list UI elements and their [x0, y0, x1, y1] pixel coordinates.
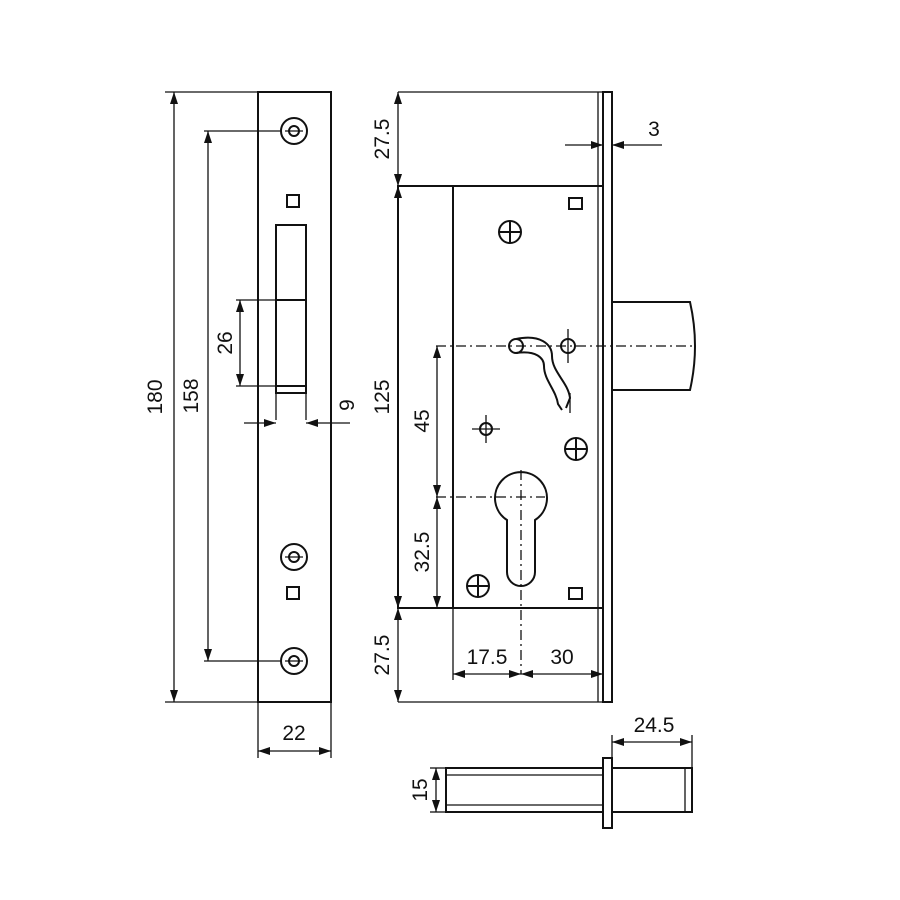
faceplate-slot-top — [286, 194, 300, 208]
dim-label-32-5: 32.5 — [411, 532, 434, 573]
dim-label-125: 125 — [371, 379, 394, 414]
dimension-height-total: 180 — [144, 91, 258, 703]
dimension-bolt-thickness: 15 — [409, 767, 446, 813]
bolt-head — [611, 767, 693, 813]
case-screw-bottom-icon — [466, 574, 490, 598]
screw-hole-bottom-icon — [280, 647, 308, 675]
dim-label-27-5-top: 27.5 — [371, 119, 394, 160]
dimension-top-offset: 27.5 — [371, 92, 402, 186]
dimension-body-height: 125 — [371, 186, 402, 608]
case-screw-right-icon — [564, 437, 588, 461]
dim-label-24-5: 24.5 — [634, 714, 675, 737]
dim-label-158: 158 — [180, 378, 203, 413]
cylinder-cutout — [494, 471, 548, 587]
dim-label-26: 26 — [214, 331, 237, 354]
latch-lever — [508, 329, 576, 413]
dim-label-27-5-bottom: 27.5 — [371, 635, 394, 676]
screw-hole-middle-icon — [280, 543, 308, 571]
dim-label-30: 30 — [550, 646, 573, 669]
bolt-detail-view — [445, 757, 693, 829]
deadbolt — [612, 301, 696, 391]
bolt-flange — [602, 757, 613, 829]
dimension-faceplate-step: 3 — [565, 118, 662, 149]
faceplate-outline — [257, 91, 332, 703]
dimension-bolt-projection: 24.5 — [611, 714, 693, 768]
dimension-cylinder-to-bottom: 32.5 — [411, 497, 441, 608]
dim-label-45: 45 — [411, 409, 434, 432]
dim-label-17-5: 17.5 — [467, 646, 508, 669]
pivot-mark-icon — [472, 415, 500, 443]
dim-label-3: 3 — [648, 118, 660, 141]
case-screw-top-icon — [498, 220, 522, 244]
dim-label-15: 15 — [409, 778, 432, 801]
faceplate-front-view — [257, 91, 332, 703]
dimension-faceplate-thickness: 9 — [244, 399, 359, 427]
dimension-bottom-offset: 27.5 — [371, 608, 402, 702]
dimension-latch-slot: 26 — [214, 299, 276, 387]
faceplate-slot-bottom — [286, 586, 300, 600]
dimension-backset: 17.5 30 — [452, 608, 604, 680]
dim-label-180: 180 — [144, 379, 167, 414]
lock-body-side-view — [397, 91, 696, 703]
dim-label-9: 9 — [336, 399, 359, 411]
case-slot-top — [568, 197, 583, 210]
dimension-handle-to-cylinder: 45 — [411, 346, 441, 497]
screw-hole-top-icon — [280, 117, 308, 145]
side-faceplate — [602, 91, 613, 703]
dimension-screw-spacing: 158 — [180, 130, 281, 662]
case-slot-bottom — [568, 587, 583, 600]
dim-label-22: 22 — [282, 722, 305, 745]
latch-opening — [275, 224, 307, 394]
dimension-faceplate-width: 22 — [257, 702, 332, 758]
